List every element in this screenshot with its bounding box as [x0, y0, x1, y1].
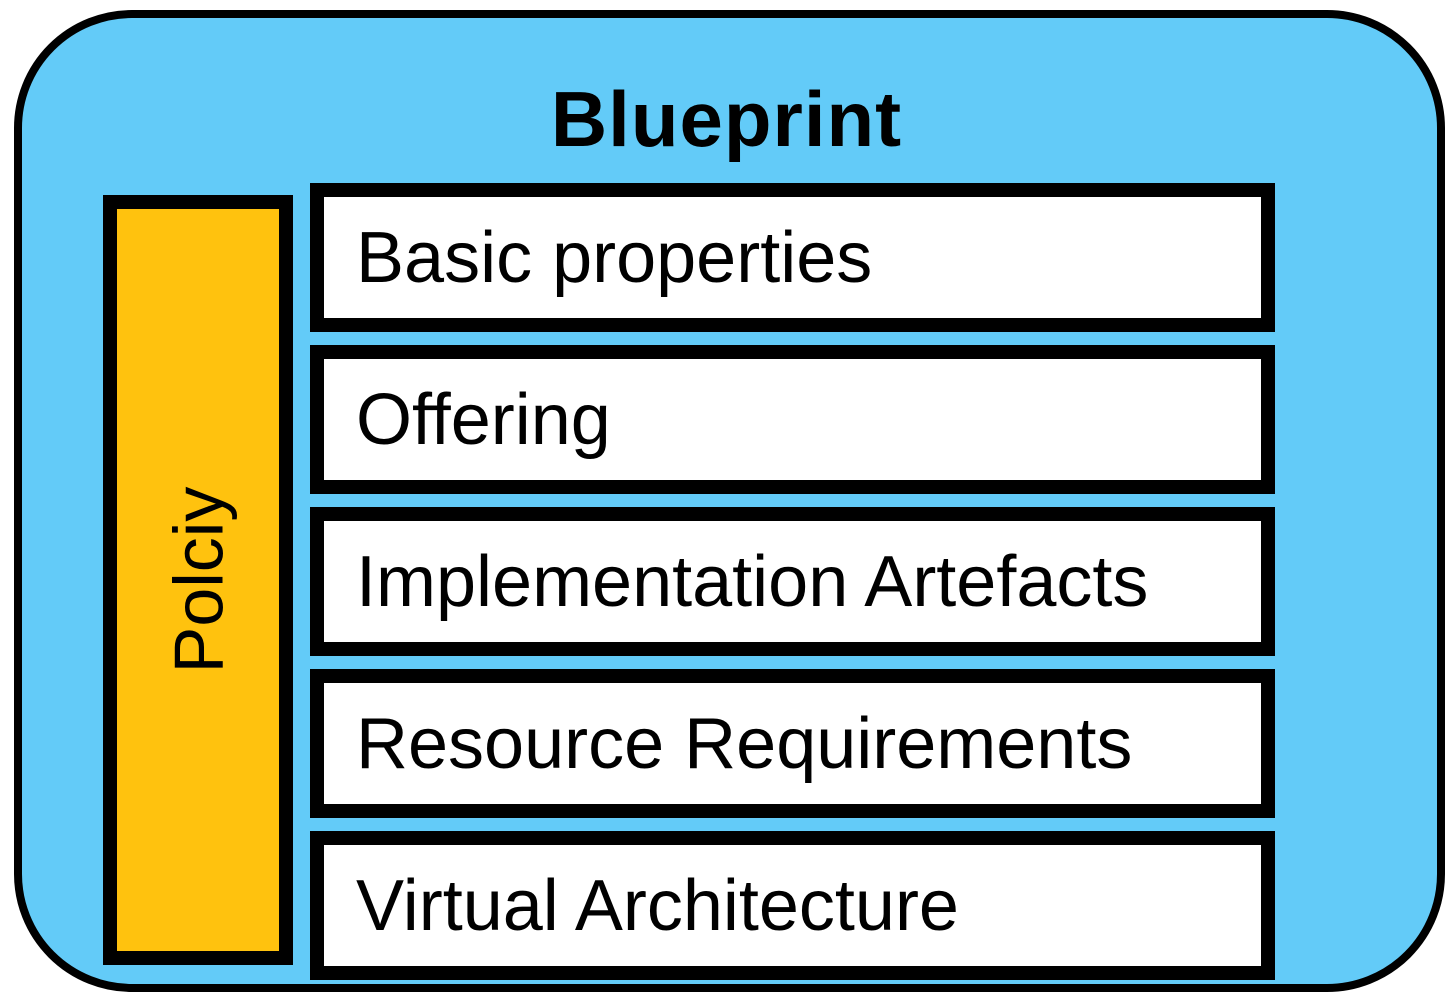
policy-label: Polciy: [159, 486, 238, 674]
policy-bar: Polciy: [103, 195, 293, 965]
section-offering-label: Offering: [356, 379, 611, 460]
section-offering: Offering: [310, 345, 1275, 494]
section-basic-properties-label: Basic properties: [356, 217, 873, 298]
section-basic-properties: Basic properties: [310, 183, 1275, 332]
section-implementation-artefacts-label: Implementation Artefacts: [356, 541, 1149, 622]
blueprint-title: Blueprint: [550, 75, 903, 163]
section-resource-requirements-label: Resource Requirements: [356, 703, 1133, 784]
section-virtual-architecture: Virtual Architecture: [310, 831, 1275, 980]
section-resource-requirements: Resource Requirements: [310, 669, 1275, 818]
section-implementation-artefacts: Implementation Artefacts: [310, 507, 1275, 656]
section-virtual-architecture-label: Virtual Architecture: [356, 865, 959, 946]
blueprint-sections: Basic properties Offering Implementation…: [310, 183, 1275, 980]
